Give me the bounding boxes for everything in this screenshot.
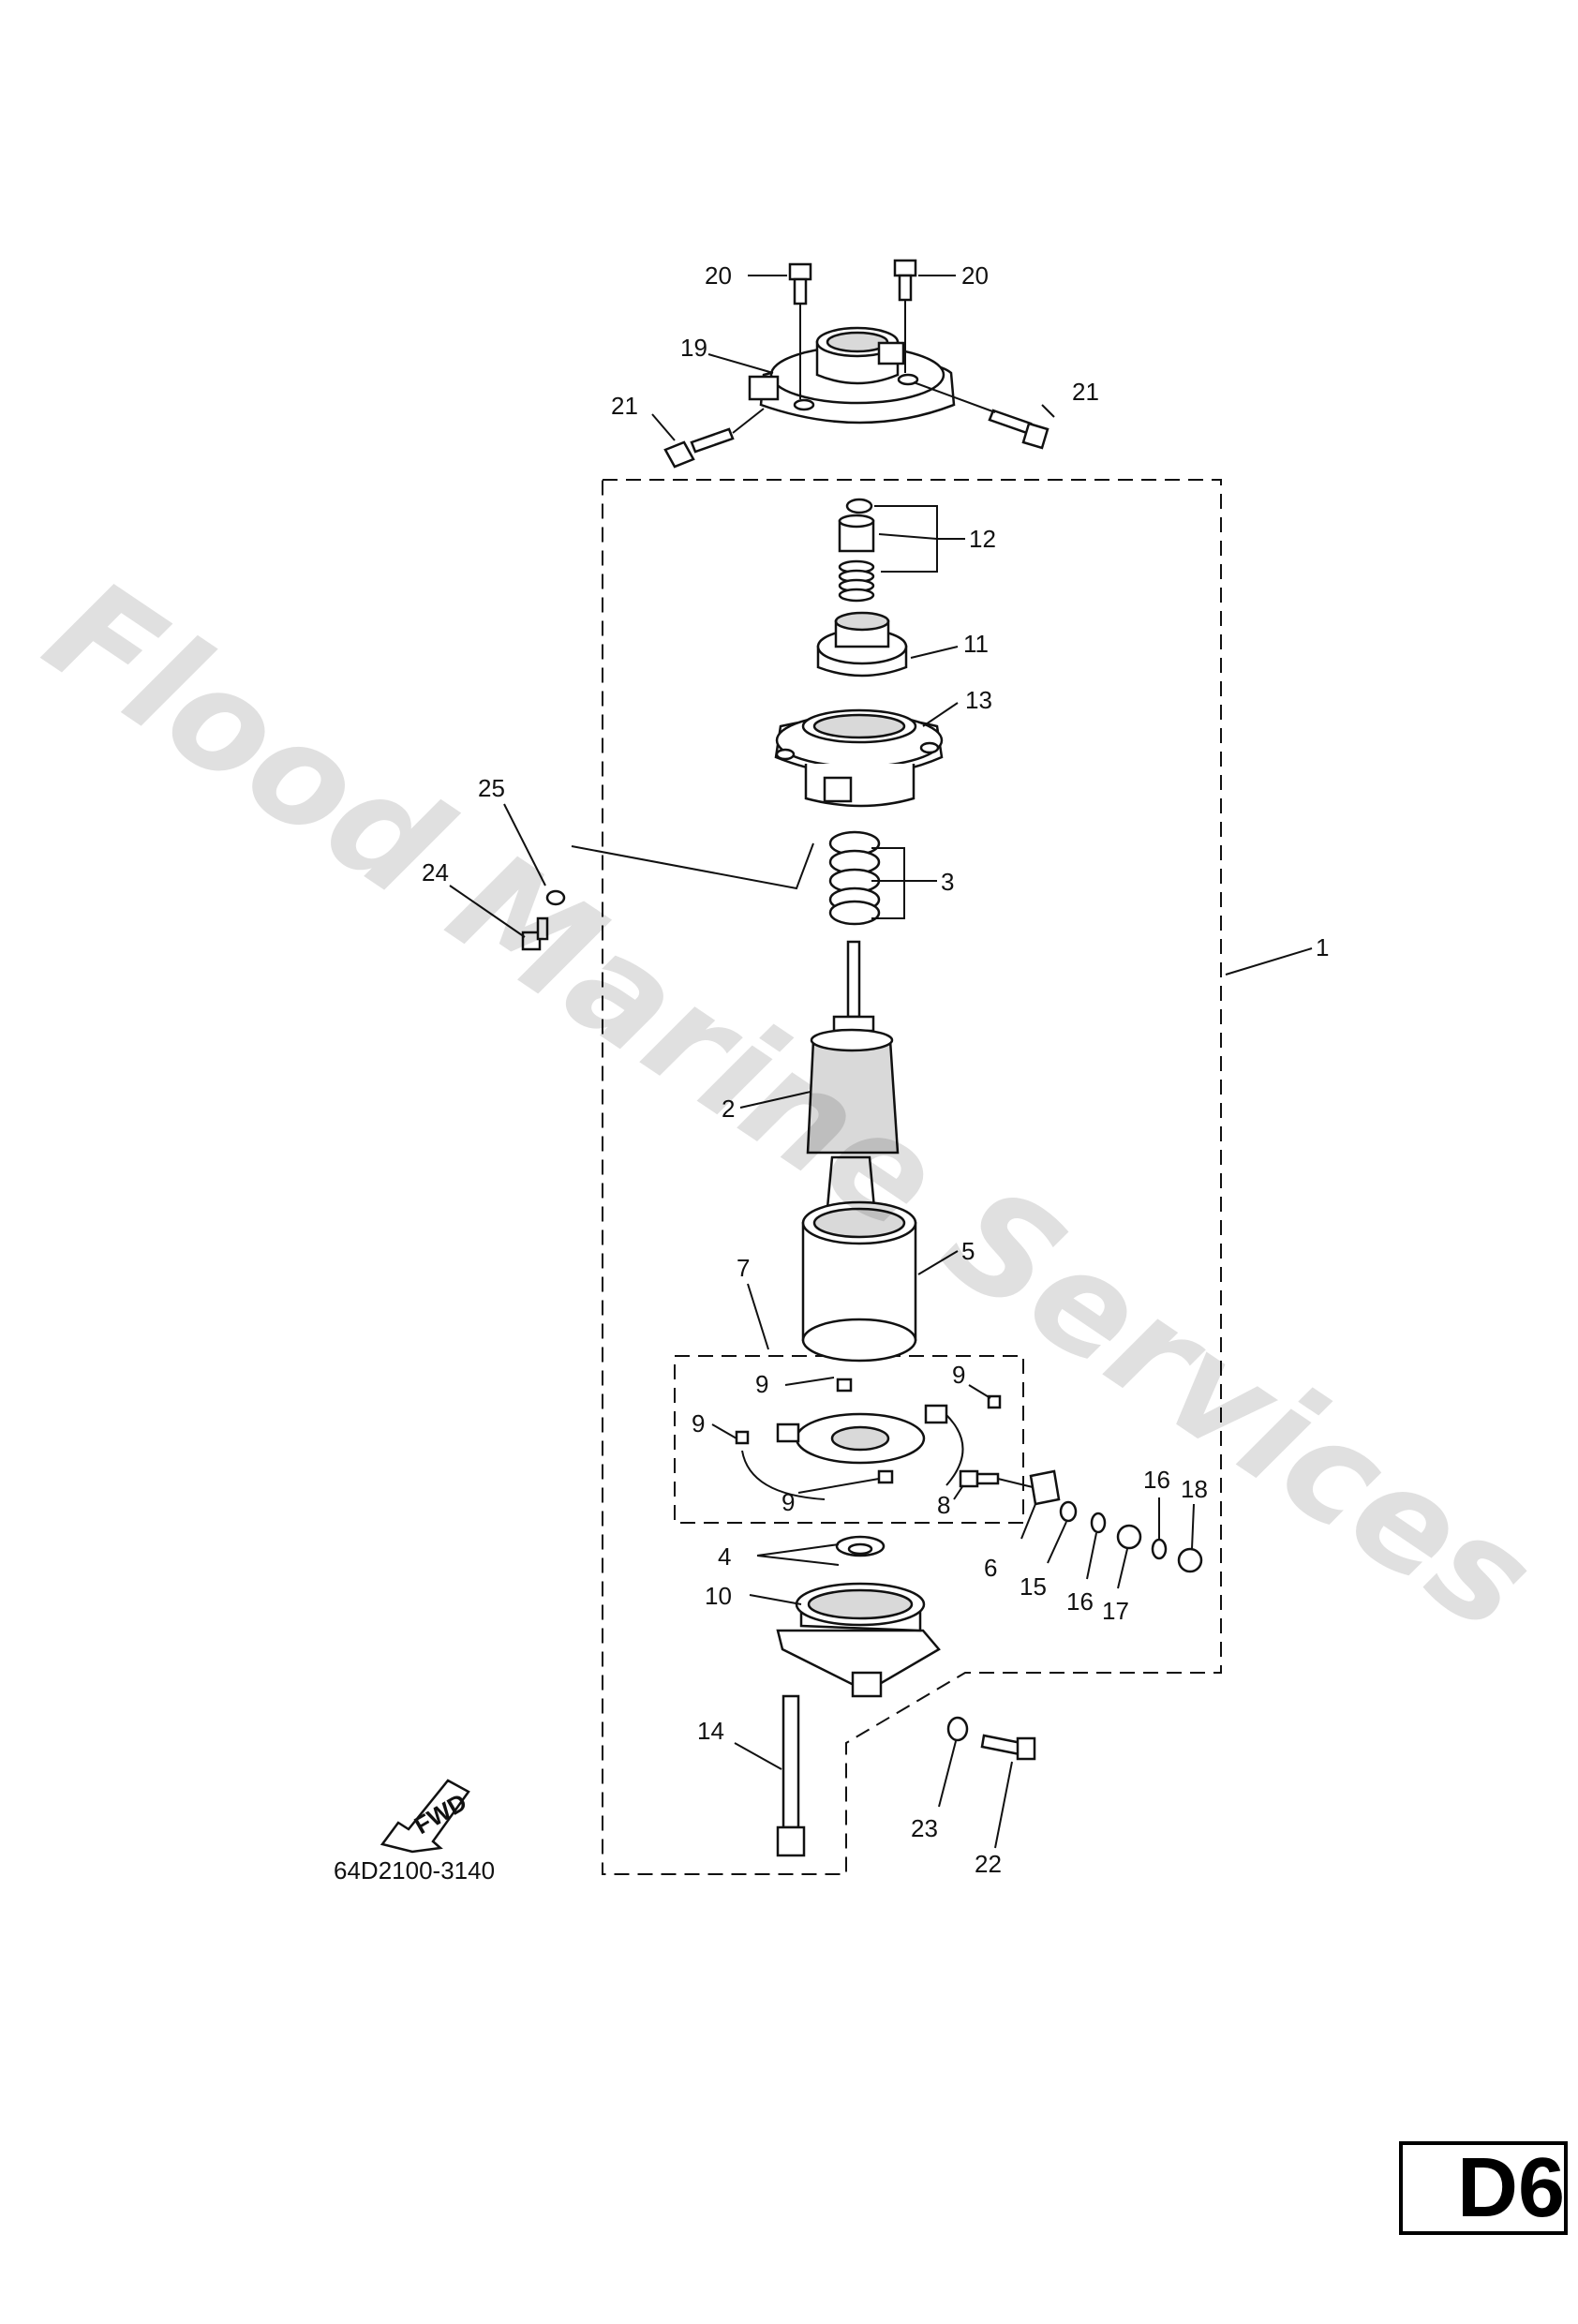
callout-20-left: 20 bbox=[705, 261, 732, 290]
bolt-22-part bbox=[980, 1734, 1036, 1761]
bolt-21-right-part bbox=[988, 409, 1050, 450]
callout-25: 25 bbox=[478, 774, 505, 802]
callout-22: 22 bbox=[975, 1850, 1002, 1878]
drawing-number: 64D2100-3140 bbox=[334, 1856, 495, 1885]
terminal-plate-part bbox=[1029, 1469, 1061, 1506]
callout-23: 23 bbox=[911, 1814, 938, 1842]
through-bolt-part bbox=[776, 1694, 806, 1857]
collar-part bbox=[838, 514, 875, 553]
shim-stack-part bbox=[828, 830, 881, 926]
screw-9-left-part bbox=[735, 1430, 750, 1445]
callout-1: 1 bbox=[1316, 933, 1329, 961]
callout-4: 4 bbox=[718, 1542, 731, 1571]
callout-16-right: 16 bbox=[1143, 1466, 1170, 1494]
callout-7: 7 bbox=[737, 1254, 750, 1282]
leader-lines bbox=[449, 275, 1313, 1849]
yoke-part bbox=[801, 1200, 917, 1363]
screw-9-bottom-part bbox=[877, 1469, 894, 1484]
callout-21-right: 21 bbox=[1072, 378, 1099, 406]
callout-11: 11 bbox=[963, 630, 989, 658]
rear-bracket-part bbox=[776, 1582, 941, 1698]
nut-18-part bbox=[1177, 1547, 1203, 1573]
pinion-part bbox=[816, 611, 908, 678]
clip-part bbox=[845, 498, 873, 514]
bolt-20-right-part bbox=[893, 259, 917, 302]
front-bracket-part bbox=[774, 708, 944, 808]
washer-16-right-part bbox=[1151, 1538, 1168, 1560]
callout-13: 13 bbox=[965, 686, 992, 714]
callout-labels: 20 20 19 21 21 12 11 13 25 24 3 1 2 5 7 … bbox=[422, 261, 1329, 1878]
callout-9-left: 9 bbox=[692, 1409, 705, 1438]
callout-9-right: 9 bbox=[952, 1361, 965, 1389]
washer-15-part bbox=[1059, 1500, 1078, 1523]
callout-10: 10 bbox=[705, 1582, 732, 1610]
callout-2: 2 bbox=[722, 1095, 735, 1123]
callout-9-top: 9 bbox=[755, 1370, 768, 1398]
callout-19: 19 bbox=[680, 334, 707, 362]
screw-9-right-part bbox=[987, 1394, 1002, 1409]
fwd-direction-arrow-icon: FWD bbox=[380, 1779, 471, 1854]
callout-16-left: 16 bbox=[1066, 1587, 1094, 1616]
spring-part bbox=[838, 559, 875, 603]
nut-17-part bbox=[1116, 1524, 1142, 1550]
page-id-box: D6 bbox=[1399, 2141, 1568, 2235]
callout-6: 6 bbox=[984, 1554, 997, 1582]
washer-23-part bbox=[946, 1716, 969, 1742]
callout-18: 18 bbox=[1181, 1475, 1208, 1503]
callout-17: 17 bbox=[1102, 1597, 1129, 1625]
bush-part bbox=[835, 1535, 886, 1557]
washer-25-part bbox=[545, 889, 566, 906]
page-id: D6 bbox=[1457, 2141, 1566, 2235]
callout-3: 3 bbox=[941, 868, 954, 896]
bolt-24-part bbox=[521, 916, 549, 951]
callout-21-left: 21 bbox=[611, 392, 638, 420]
screw-9-top-part bbox=[836, 1378, 853, 1393]
end-cover-part bbox=[748, 326, 956, 425]
bolt-20-left-part bbox=[788, 262, 812, 305]
callout-5: 5 bbox=[961, 1237, 975, 1265]
washer-16-left-part bbox=[1090, 1512, 1107, 1534]
callout-8: 8 bbox=[937, 1491, 950, 1519]
callout-24: 24 bbox=[422, 858, 449, 886]
bolt-21-left-part bbox=[663, 427, 735, 469]
callout-15: 15 bbox=[1020, 1572, 1047, 1601]
brush-holder-part bbox=[741, 1404, 964, 1500]
callout-12: 12 bbox=[969, 525, 996, 553]
assembly-1-boundary bbox=[602, 479, 1222, 1875]
bolt-8-part bbox=[959, 1469, 1000, 1488]
callout-20-right: 20 bbox=[961, 261, 989, 290]
callout-14: 14 bbox=[697, 1717, 724, 1745]
callout-9-bottom: 9 bbox=[782, 1488, 795, 1516]
